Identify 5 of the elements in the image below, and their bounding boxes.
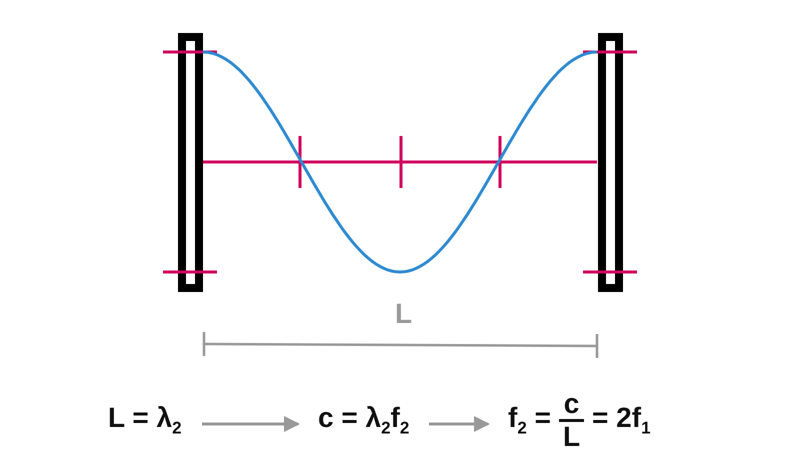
arrow [429,416,490,432]
equation: L = λ$_{2}$ [108,402,182,438]
equation: c = λ$_{2}$f$_{2}$ [318,402,410,438]
arrow [202,416,300,432]
dimension-label: L [395,298,412,330]
